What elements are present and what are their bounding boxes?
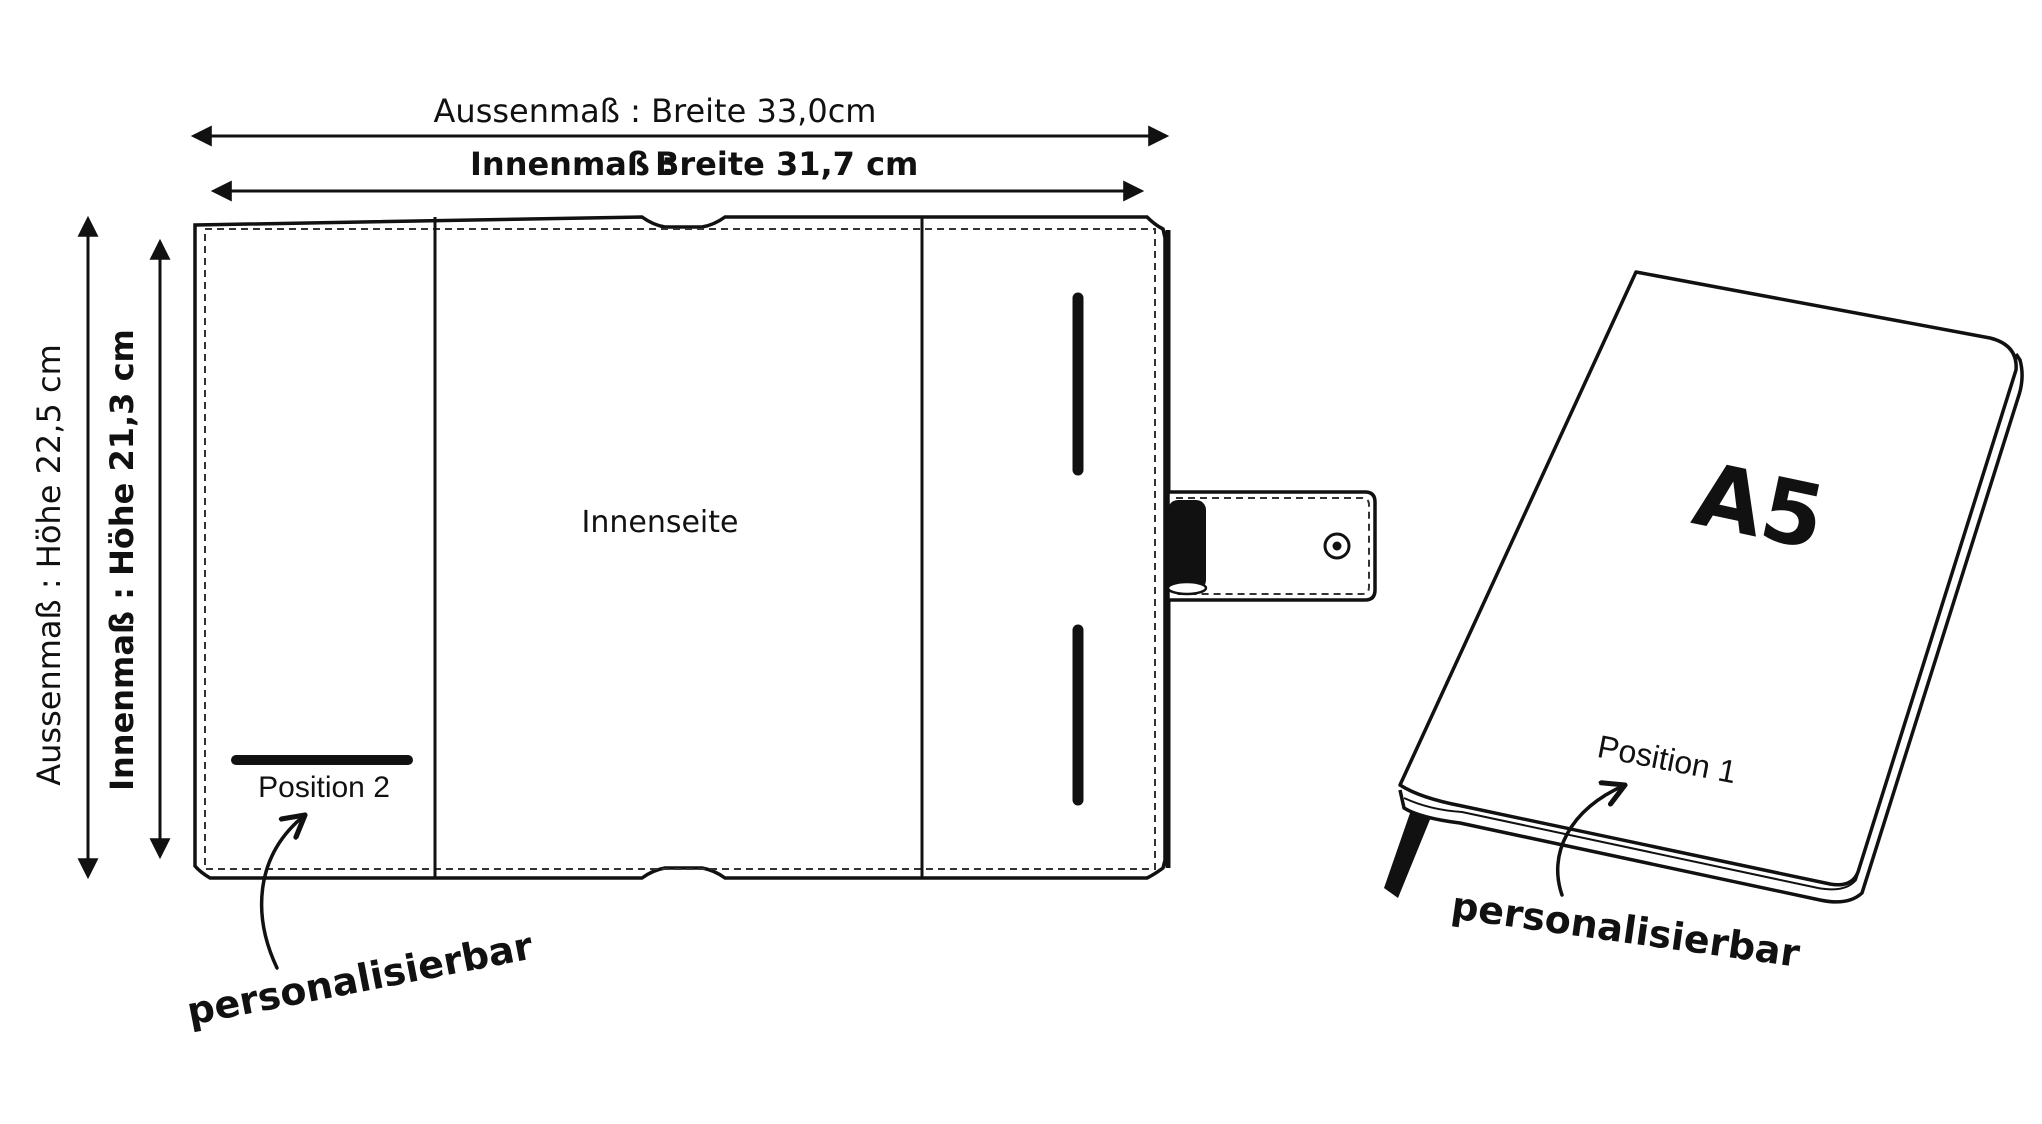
position-2-label: Position 2	[258, 771, 390, 804]
a5-notebook: A5 Position 1	[1384, 270, 2024, 904]
inner-height-label: Innenmaß : Höhe 21,3 cm	[103, 329, 141, 791]
cover-stitching	[204, 228, 1156, 870]
notebook-personalize-label: personalisierbar	[1449, 883, 1803, 975]
position-1-pointer-arrow	[1556, 785, 1625, 897]
strap-closure	[1166, 490, 1377, 602]
position-2-pointer-arrow	[260, 815, 305, 970]
cover-center-label: Innenseite	[582, 505, 739, 540]
outer-width-label: Aussenmaß : Breite 33,0cm	[434, 92, 877, 130]
notebook-front-cover	[1398, 270, 2018, 887]
inner-width-label: Innenmaß :	[470, 145, 674, 183]
open-cover: Innenseite Position 2	[193, 215, 1377, 880]
inner-width-value: Breite 31,7 cm	[655, 145, 918, 183]
outer-height-label: Aussenmaß : Höhe 22,5 cm	[30, 344, 68, 786]
cover-personalize-label: personalisierbar	[183, 924, 536, 1034]
